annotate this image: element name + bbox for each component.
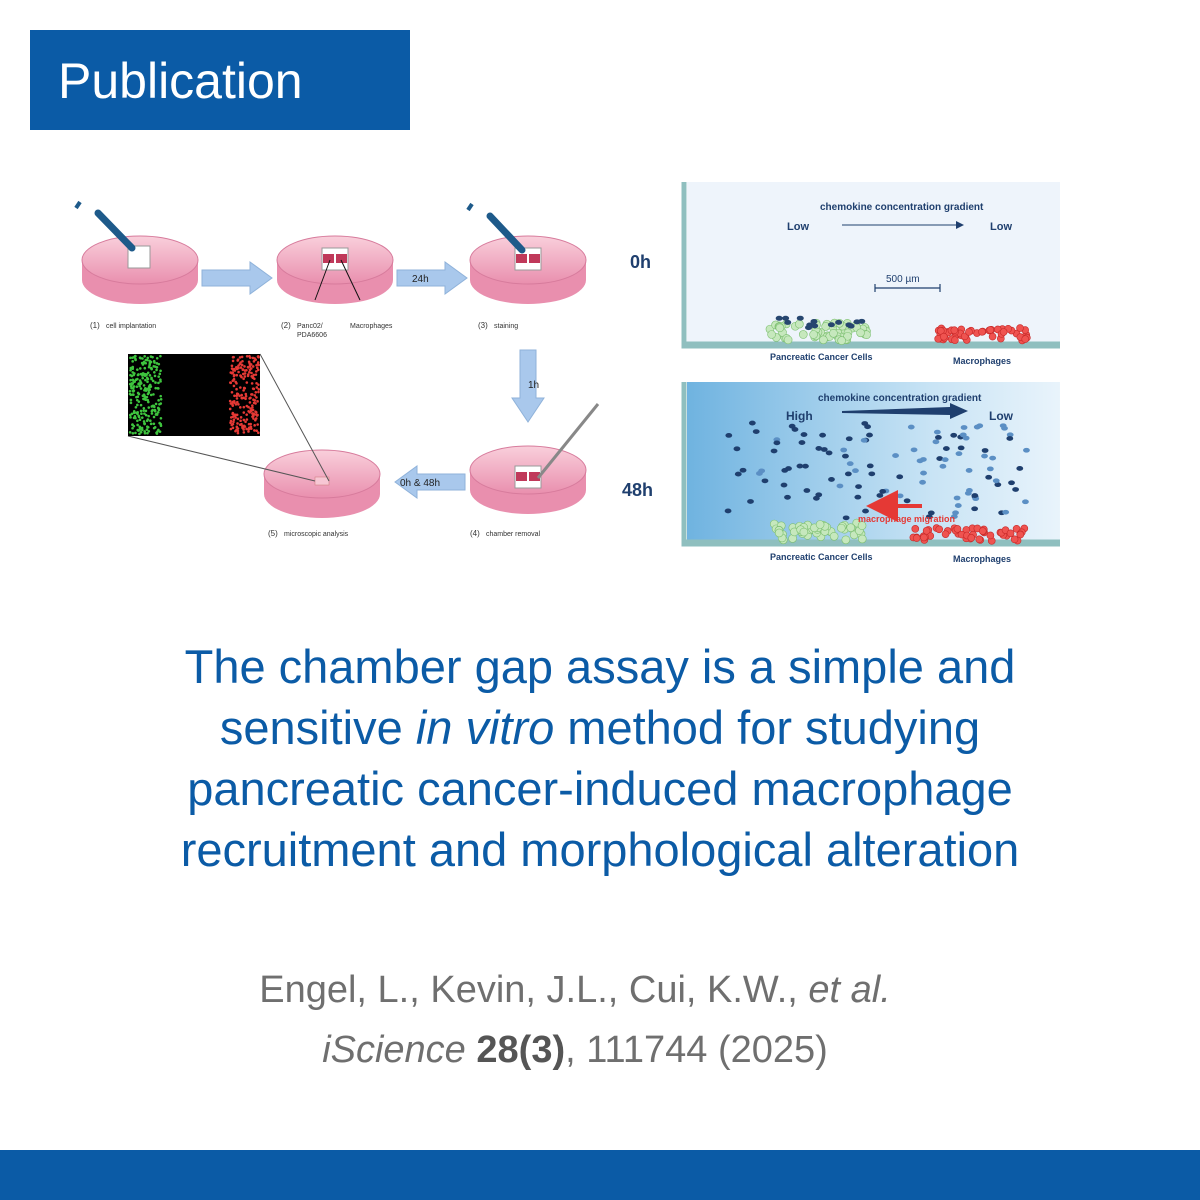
pipette-icon xyxy=(486,212,526,254)
citation-authors-line: Engel, L., Kevin, J.L., Cui, K.W., et al… xyxy=(0,960,1150,1020)
level-left-48h: High xyxy=(786,409,813,423)
title-line-2a: sensitive xyxy=(219,701,416,754)
cancer-label-48h: Pancreatic Cancer Cells xyxy=(770,552,873,562)
step-4-num: (4) xyxy=(470,529,480,538)
assay-figure: (1) cell implantation (2) Panc02/ PDA660… xyxy=(74,182,1060,564)
scale-label: 500 µm xyxy=(886,274,920,285)
badge-label: Publication xyxy=(58,53,303,109)
citation: Engel, L., Kevin, J.L., Cui, K.W., et al… xyxy=(0,960,1150,1080)
level-right-0h: Low xyxy=(990,221,1012,233)
step-2-num: (2) xyxy=(281,321,291,330)
step-4-label: chamber removal xyxy=(486,531,541,538)
microscopy-image xyxy=(128,354,261,436)
chamber-0h xyxy=(681,182,1060,349)
publication-title: The chamber gap assay is a simple and se… xyxy=(20,636,1180,880)
arrow-3-4-label: 1h xyxy=(528,380,539,391)
forceps-icon xyxy=(536,403,600,479)
citation-journal-line: iScience 28(3), 111744 (2025) xyxy=(0,1020,1150,1080)
cancer-label-0h: Pancreatic Cancer Cells xyxy=(770,352,873,362)
macro-label-0h: Macrophages xyxy=(953,356,1011,366)
arrow-1-2 xyxy=(201,261,273,295)
title-line-1: The chamber gap assay is a simple and xyxy=(184,640,1016,693)
citation-volume: 28(3) xyxy=(476,1029,566,1071)
dish-step-5 xyxy=(127,353,381,518)
title-line-4: recruitment and morphological alteration xyxy=(180,823,1020,876)
level-right-48h: Low xyxy=(989,409,1014,423)
migration-label: macrophage migration xyxy=(858,514,955,524)
arrow-4-5-label: 0h & 48h xyxy=(400,478,440,489)
step-2-label2: PDA6606 xyxy=(297,332,327,339)
step-3-label: staining xyxy=(494,323,518,330)
citation-etal: et al. xyxy=(808,969,891,1011)
arrow-2-3-label: 24h xyxy=(412,274,429,285)
gradient-title-48h: chemokine concentration gradient xyxy=(818,393,982,404)
title-line-2b: in vitro xyxy=(415,701,555,754)
pipette-icon xyxy=(94,209,136,252)
step-3-num: (3) xyxy=(478,321,488,330)
arrow-3-4 xyxy=(511,349,545,423)
title-line-2c: method for studying xyxy=(554,701,981,754)
citation-rest: , 111744 (2025) xyxy=(565,1029,828,1071)
level-left-0h: Low xyxy=(787,221,809,233)
step-2-label: Panc02/ xyxy=(297,323,323,330)
step-2-label-right: Macrophages xyxy=(350,323,393,330)
citation-journal: iScience xyxy=(322,1029,466,1071)
macro-label-48h: Macrophages xyxy=(953,554,1011,564)
time-0h: 0h xyxy=(630,252,651,272)
arrow-4-5 xyxy=(394,465,466,499)
publication-badge: Publication xyxy=(30,30,410,130)
gradient-title-0h: chemokine concentration gradient xyxy=(820,202,984,213)
citation-authors: Engel, L., Kevin, J.L., Cui, K.W., xyxy=(259,969,809,1011)
dish-step-2 xyxy=(276,235,394,304)
title-line-2: sensitive in vitro method for studying xyxy=(20,697,1180,758)
dish-step-1 xyxy=(74,200,199,304)
step-1-label: cell implantation xyxy=(106,323,156,330)
step-5-num: (5) xyxy=(268,529,278,538)
step-1-num: (1) xyxy=(90,321,100,330)
title-line-3: pancreatic cancer-induced macrophage xyxy=(187,762,1013,815)
arrow-2-3 xyxy=(396,261,468,295)
footer-bar xyxy=(0,1150,1200,1200)
time-48h: 48h xyxy=(622,480,653,500)
dish-step-3 xyxy=(466,202,587,304)
dish-step-4 xyxy=(469,403,600,514)
gradient-arrow-48h xyxy=(842,403,968,419)
step-5-label: microscopic analysis xyxy=(284,531,349,538)
